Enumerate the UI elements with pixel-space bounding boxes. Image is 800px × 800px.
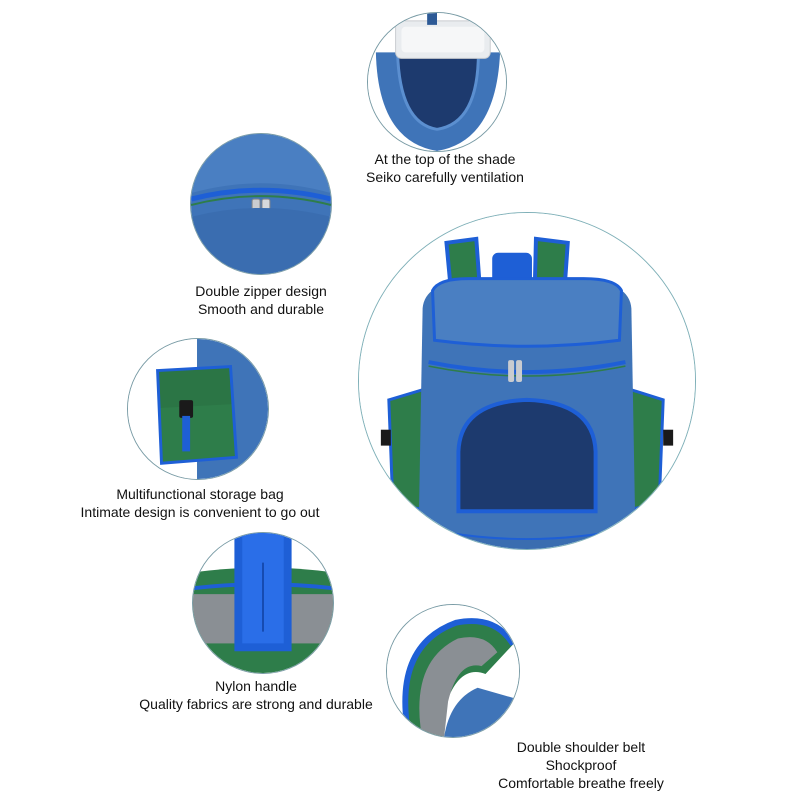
caption-line: Comfortable breathe freely [498, 775, 664, 791]
backpack-image [359, 213, 695, 549]
caption-line: Quality fabrics are strong and durable [139, 696, 373, 712]
caption-line: Smooth and durable [197, 301, 325, 317]
caption-line: Nylon handle [215, 678, 297, 694]
caption-storage-bag: Multifunctional storage bag Intimate des… [55, 485, 345, 521]
shoulder-belt-image [387, 605, 519, 737]
top-shade-image [368, 13, 506, 151]
storage-bag-image [128, 339, 268, 479]
caption-line: Double zipper design [195, 283, 327, 299]
caption-nylon-handle: Nylon handle Quality fabrics are strong … [125, 677, 387, 713]
detail-circle-double-zipper [190, 133, 332, 275]
detail-circle-nylon-handle [192, 532, 334, 674]
caption-line: Multifunctional storage bag [116, 486, 284, 502]
caption-line: At the top of the shade [374, 151, 516, 167]
main-product-circle [358, 212, 696, 550]
caption-line: Intimate design is convenient to go out [80, 504, 320, 520]
caption-line: Double shoulder belt [516, 739, 646, 755]
caption-top-shade: At the top of the shade Seiko carefully … [350, 150, 540, 186]
nylon-handle-image [193, 533, 333, 673]
detail-circle-shoulder-belt [386, 604, 520, 738]
detail-circle-storage-bag [127, 338, 269, 480]
caption-line: Seiko carefully ventilation [366, 169, 524, 185]
double-zipper-image [191, 134, 331, 274]
caption-double-zipper: Double zipper design Smooth and durable [180, 282, 342, 318]
caption-line: Shockproof [545, 757, 617, 773]
detail-circle-top-shade [367, 12, 507, 152]
caption-shoulder-belt: Double shoulder belt Shockproof Comforta… [486, 738, 676, 792]
